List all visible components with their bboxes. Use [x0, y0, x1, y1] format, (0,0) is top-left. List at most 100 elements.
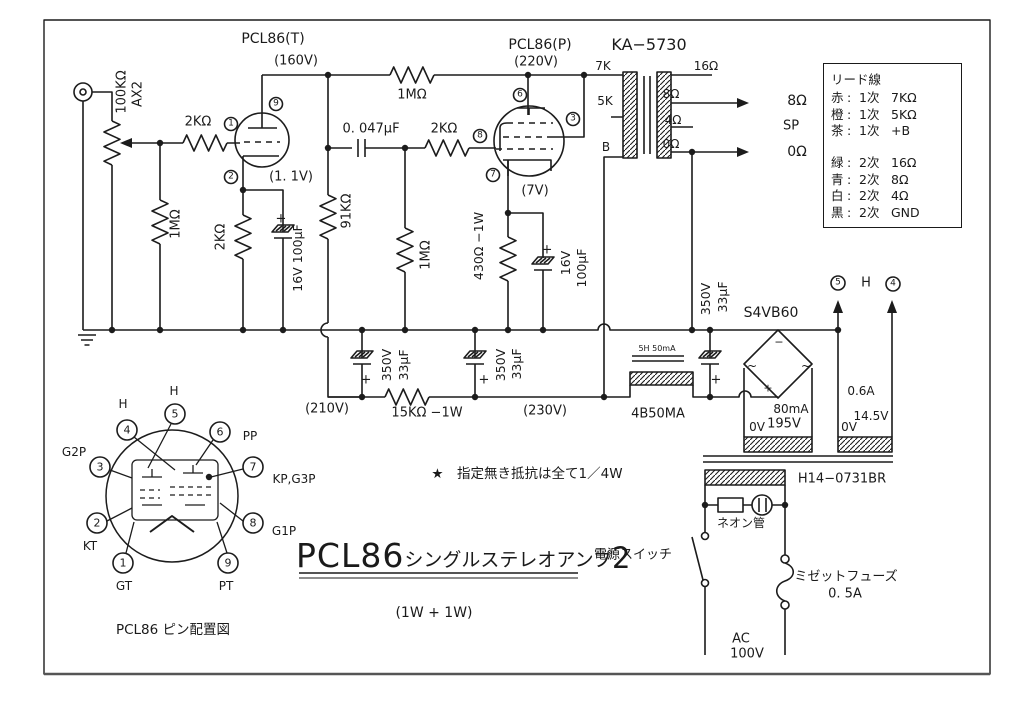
ac-label: AC	[732, 631, 750, 647]
pentode-cathode-resistor: 430Ω −1W	[470, 211, 486, 281]
triode-tube	[223, 96, 290, 190]
pin-circles	[86, 403, 264, 574]
filter-cap-230-volts: 350V	[492, 348, 508, 382]
choke-spec: 5H 50mA	[638, 344, 676, 353]
neon-series-resistor	[717, 497, 744, 513]
pd-pin-5: 5	[171, 407, 179, 421]
opt-tap-7k: 7K	[595, 59, 611, 73]
heater-winding-current: 0.6A	[847, 384, 875, 398]
pentode-name: PCL86(P)	[508, 37, 572, 53]
filter-cap-210-volts: 350V	[378, 348, 394, 382]
heater-winding-volts: 14.5V	[853, 409, 889, 423]
triode-plate-load: 91KΩ	[339, 193, 355, 229]
pd-label-kpg3p: KP,G3P	[272, 472, 316, 486]
heater-pin-5: 5	[835, 277, 841, 288]
fuse-label: ミゼットフューズ	[794, 569, 898, 585]
legend-title: リード線	[831, 72, 882, 87]
pd-pin-9: 9	[224, 556, 232, 570]
pd-label-gt: GT	[115, 579, 133, 593]
pentode-tube	[472, 87, 581, 183]
pd-label-pp: PP	[242, 429, 258, 443]
pentode-cathode-cap-plus: +	[541, 242, 553, 258]
ac-voltage: 100V	[730, 646, 764, 662]
pentode-pin-6: 6	[517, 89, 523, 100]
input-jack	[73, 82, 93, 102]
opt-model: KA−5730	[611, 35, 687, 54]
pentode-pin-7: 7	[490, 169, 496, 180]
bridge-ac-left: ~	[746, 359, 758, 373]
filter-cap-230-plus: +	[478, 372, 490, 388]
pin-diagram	[105, 423, 244, 563]
power-switch-label: 電源スイッチ	[593, 547, 673, 563]
feedback-resistor: 1MΩ	[397, 87, 427, 103]
power-switch-symbol	[691, 505, 710, 655]
triode-cathode-voltage: (1. 1V)	[269, 169, 313, 185]
fuse-symbol	[775, 505, 795, 655]
opt-tap-4ohm: 4Ω	[664, 113, 682, 127]
speaker-sp: SP	[782, 118, 800, 134]
triode-pin-2: 2	[228, 171, 234, 182]
triode-cathode-cap-plus: +	[275, 211, 287, 227]
mains-circuit	[691, 485, 795, 655]
capacitors	[271, 139, 722, 365]
pd-pin-3: 3	[96, 460, 104, 474]
pd-pin-8: 8	[249, 516, 257, 530]
schematic-title: PCL86 シングルステレオアンプ 2	[296, 536, 630, 575]
pd-label-g2p: G2P	[61, 445, 87, 459]
opt-tap-b: B	[601, 140, 611, 154]
opt-tap-5k: 5K	[597, 94, 613, 108]
neon-lamp-symbol	[751, 494, 773, 516]
opt-tap-8ohm: 8Ω	[662, 87, 680, 101]
triode-grid-resistor: 2KΩ	[184, 114, 212, 130]
bridge-ac-right: ~	[800, 359, 812, 373]
triode-cathode-cap: 16V 100µF	[289, 224, 305, 292]
triode-pin-1: 1	[228, 118, 234, 129]
pd-pin-2: 2	[93, 516, 101, 530]
bridge-plus: +	[763, 381, 773, 395]
speaker-8ohm: 8Ω	[787, 93, 807, 109]
filter-cap-main-uf: 33µF	[714, 281, 730, 313]
power-transformer-model: H14−0731BR	[797, 471, 887, 487]
heater-pin-4: 4	[890, 278, 896, 289]
triode-name: PCL86(T)	[241, 31, 305, 47]
pd-pin-4: 4	[123, 423, 131, 437]
pentode-cathode-cap-volts: 16V	[557, 250, 573, 276]
triode-plate-voltage: (160V)	[274, 53, 318, 69]
coupling-cap: 0. 047µF	[342, 121, 400, 137]
title-underline	[299, 572, 578, 579]
legend-row: 茶:1次+B	[831, 123, 911, 139]
pentode-cathode-voltage: (7V)	[521, 183, 549, 199]
volume-pot-value: 100KΩ	[114, 70, 130, 114]
ht-winding-volts: 195V	[767, 416, 801, 432]
pd-pin-1: 1	[119, 556, 127, 570]
output-transformer	[611, 71, 749, 330]
dropper-resistor: 15KΩ −1W	[391, 405, 463, 421]
triode-cathode-resistor: 2KΩ	[213, 223, 229, 251]
pentode-plate-voltage: (220V)	[514, 54, 558, 70]
pd-pin-7: 7	[249, 460, 257, 474]
bridge-minus: −	[774, 335, 784, 349]
volume-pot	[103, 120, 132, 166]
pd-label-kt: KT	[82, 539, 98, 553]
title-main: PCL86	[296, 536, 405, 575]
heater-label: H	[861, 275, 871, 291]
fuse-rating: 0. 5A	[828, 586, 862, 602]
output-power: (1W + 1W)	[395, 605, 473, 621]
ht-winding-current: 80mA	[773, 402, 809, 416]
resistor-note: ★ 指定無き抵抗は全て1／4W	[431, 466, 623, 482]
pentode-grid-stopper: 2KΩ	[430, 121, 458, 137]
bridge-model: S4VB60	[743, 305, 799, 321]
filter-cap-210-uf: 33µF	[395, 349, 411, 381]
pd-label-pt: PT	[218, 579, 234, 593]
triode-pin-9: 9	[273, 98, 279, 109]
junction-dots	[108, 71, 842, 509]
